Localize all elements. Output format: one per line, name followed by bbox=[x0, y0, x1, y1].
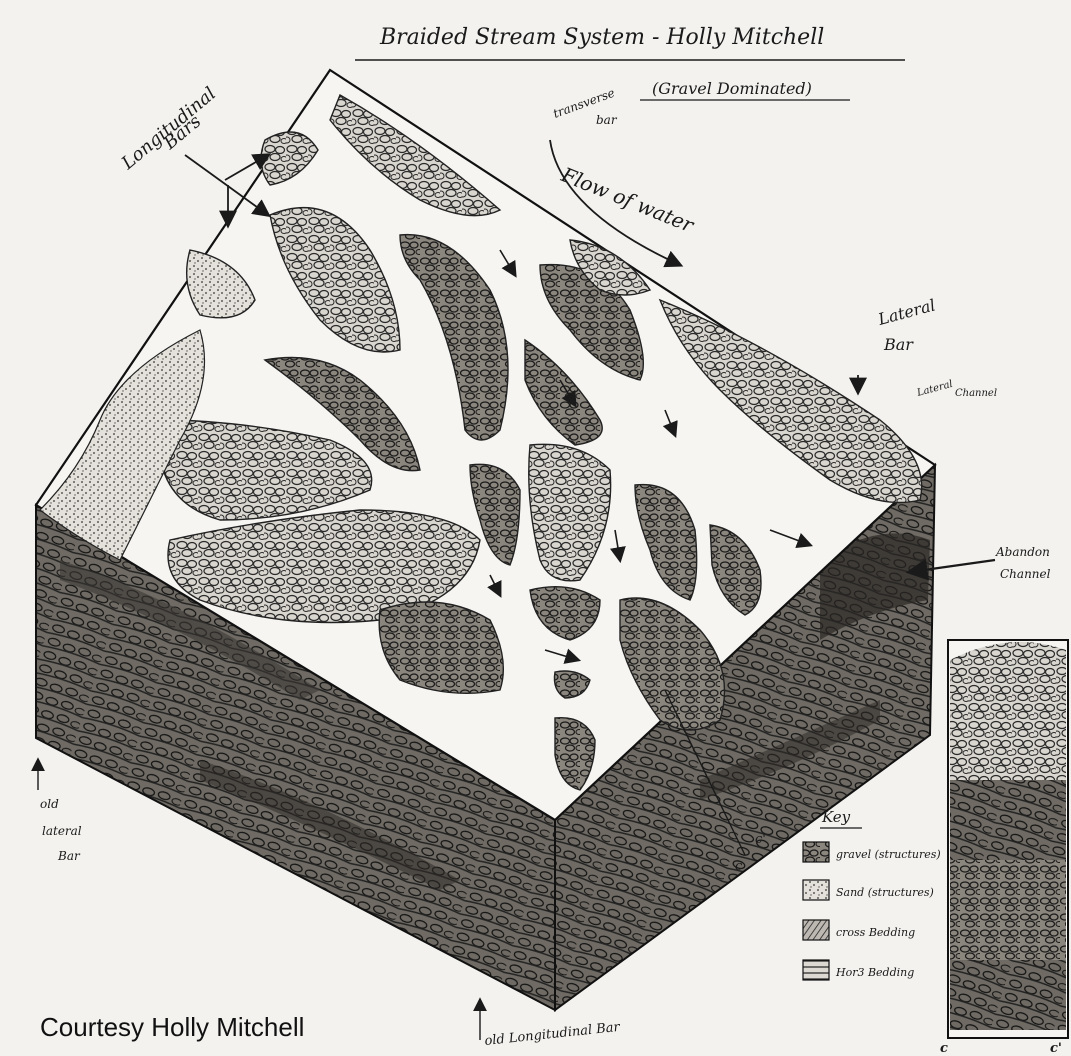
diagram-title: Braided Stream System - Holly Mitchell bbox=[379, 25, 824, 50]
legend-swatch-horizontal-bedding bbox=[803, 960, 829, 980]
legend-label-cross-bedding: cross Bedding bbox=[836, 926, 915, 939]
legend-label-gravel: gravel (structures) bbox=[836, 848, 941, 861]
legend-title: Key bbox=[821, 808, 851, 826]
column-gravel-lower bbox=[950, 860, 1066, 960]
section-label-c: c bbox=[735, 859, 743, 874]
transverse-bar-label-line2: bar bbox=[596, 113, 618, 127]
old-lateral-bar-label-line2: lateral bbox=[42, 824, 82, 838]
legend-label-horizontal-bedding: Hor3 Bedding bbox=[835, 966, 914, 979]
lateral-bar-label-line2: Bar bbox=[883, 335, 914, 354]
lateral-channel-label-line1: Lateral bbox=[915, 379, 954, 399]
abandon-channel-label-line1: Abandon bbox=[995, 545, 1050, 559]
image-credit: Courtesy Holly Mitchell bbox=[40, 1012, 304, 1043]
abandon-channel-label-line2: Channel bbox=[1000, 567, 1051, 581]
diagram-subtitle: (Gravel Dominated) bbox=[652, 79, 812, 98]
column-gravel-top bbox=[950, 642, 1066, 780]
legend: Key gravel (structures) Sand (structures… bbox=[803, 808, 941, 980]
old-longitudinal-bar-label: old Longitudinal Bar bbox=[484, 1020, 621, 1049]
section-label-c-prime: c' bbox=[755, 832, 766, 847]
legend-swatch-cross-bedding bbox=[803, 920, 829, 940]
stratigraphic-column: c c' bbox=[940, 640, 1068, 1056]
column-cross-bedded-base bbox=[950, 960, 1066, 1030]
longitudinal-bars-label-line1: Longitudinal bbox=[117, 83, 220, 174]
flow-of-water-label: Flow of water bbox=[557, 162, 698, 238]
old-lateral-bar-label-line3: Bar bbox=[57, 849, 81, 863]
old-lateral-bar-label-line1: old bbox=[40, 797, 59, 811]
legend-swatch-gravel bbox=[803, 842, 829, 862]
lateral-bar-label-line1: Lateral bbox=[875, 295, 937, 329]
legend-label-sand: Sand (structures) bbox=[836, 886, 934, 899]
column-cross-bedded-unit bbox=[950, 780, 1066, 860]
column-label-c: c bbox=[940, 1041, 948, 1056]
lateral-channel-label-line2: Channel bbox=[955, 388, 997, 399]
legend-swatch-sand bbox=[803, 880, 829, 900]
column-label-c-prime: c' bbox=[1050, 1041, 1062, 1056]
